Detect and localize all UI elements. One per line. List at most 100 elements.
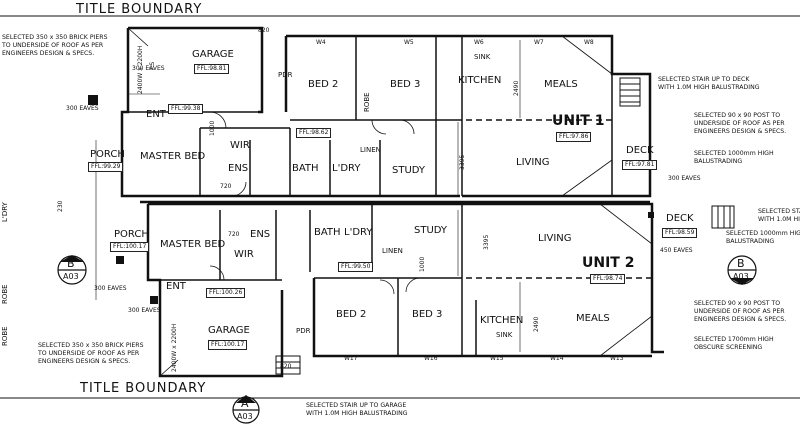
- u1-ent-ffl: FFL:99.38: [168, 104, 204, 114]
- u2-ldry-label: L'DRY: [344, 227, 373, 238]
- u2-garage-door-dim: 2400W x 2200H: [171, 323, 178, 372]
- note-stair-right: SELECTED STAI WITH 1.0M HI: [758, 208, 800, 223]
- dim-2490-u1: 2490: [513, 80, 520, 96]
- section-a-letter: A: [241, 397, 249, 410]
- u1-pdr-label: PDR: [278, 71, 293, 79]
- window-w4: W4: [316, 39, 326, 46]
- u2-study-label: STUDY: [414, 225, 448, 236]
- u1-study-label: STUDY: [392, 165, 426, 176]
- u1-hall-ffl: FFL:98.62: [296, 128, 332, 138]
- unit1-inner-walls: [128, 36, 613, 196]
- u2-porch-label: PORCH: [114, 229, 149, 240]
- u1-deck-label: DECK: [626, 145, 654, 156]
- u2-garage-label: GARAGE: [208, 325, 250, 336]
- dim-3395-u1: 3395: [459, 154, 466, 170]
- u1-ldry-label: L'DRY: [332, 163, 361, 174]
- u2-hall-ffl: FFL:99.50: [338, 262, 374, 272]
- u1-kitchen-label: KITCHEN: [458, 75, 502, 86]
- u1-living-label: LIVING: [516, 157, 550, 168]
- u2-ens-label: ENS: [250, 229, 271, 240]
- left-edge-ldry: L'DRY: [1, 202, 9, 222]
- note-post-bottom: SELECTED 90 x 90 POST TO UNDERSIDE OF RO…: [694, 300, 787, 323]
- u2-bed2-label: BED 2: [336, 309, 367, 320]
- u2-porch-ffl: FFL:100.17: [110, 242, 150, 252]
- window-w16: W16: [424, 355, 438, 362]
- window-w13: W13: [610, 355, 624, 362]
- u2-living-label: LIVING: [538, 233, 572, 244]
- u1-bed3-label: BED 3: [390, 79, 421, 90]
- window-w5: W5: [404, 39, 414, 46]
- u1-bath-label: BATH: [292, 163, 319, 174]
- note-stair-deck: SELECTED STAIR UP TO DECK WITH 1.0M HIGH…: [658, 76, 760, 91]
- dim-1000-u1: 1000: [209, 120, 216, 136]
- note-balustrading-top: SELECTED 1000mm HIGH BALUSTRADING: [694, 150, 774, 165]
- dim-230: 230: [57, 200, 64, 212]
- u1-wir-label: WIR: [230, 140, 250, 151]
- dim-3395-u2: 3395: [483, 234, 490, 250]
- u1-deck-ffl: FFL:97.81: [622, 160, 658, 170]
- u1-robe-label: ROBE: [363, 92, 371, 112]
- window-w7: W7: [534, 39, 544, 46]
- u2-ent-ffl: FFL:100.26: [206, 288, 246, 298]
- eaves-dim-bottom: 300 EAVES: [128, 307, 161, 314]
- window-w14: W14: [550, 355, 564, 362]
- note-post-top: SELECTED 90 x 90 POST TO UNDERSIDE OF RO…: [694, 112, 787, 135]
- u2-linen-label: LINEN: [382, 247, 403, 255]
- u1-meals-label: MEALS: [544, 79, 578, 90]
- u1-ens-label: ENS: [228, 163, 249, 174]
- u2-deck-ffl: FFL:98.59: [662, 228, 698, 238]
- eaves-dim-deck: 300 EAVES: [668, 175, 701, 182]
- dim-720-u2: 720: [228, 231, 240, 238]
- left-edge-robe-2: ROBE: [1, 326, 9, 346]
- roof-hip-lines: [127, 27, 653, 377]
- title-boundary-top: TITLE BOUNDARY: [76, 2, 203, 17]
- eaves-dim-top-left: 300 EAVES: [132, 65, 165, 72]
- u1-linen-label: LINEN: [360, 146, 381, 154]
- u2-master-bed-label: MASTER BED: [160, 239, 226, 250]
- unit2-label: UNIT 2: [582, 255, 635, 271]
- section-b-left-ref: A03: [63, 272, 79, 281]
- dim-720-u1: 720: [220, 183, 232, 190]
- unit1-walls: [120, 26, 652, 198]
- u1-bed2-label: BED 2: [308, 79, 339, 90]
- dim-1000-u2: 1000: [419, 256, 426, 272]
- u2-pdr-label: PDR: [296, 327, 311, 335]
- u2-bed3-label: BED 3: [412, 309, 443, 320]
- section-a-ref: A03: [237, 412, 253, 421]
- note-brick-piers-top: SELECTED 350 x 350 BRICK PIERS TO UNDERS…: [2, 34, 108, 57]
- u1-porch-label: PORCH: [90, 149, 125, 160]
- u2-kitchen-label: KITCHEN: [480, 315, 524, 326]
- dim-820-bot: 820: [280, 363, 292, 370]
- window-w8: W8: [584, 39, 594, 46]
- note-balustrading-right: SELECTED 1000mm HIGH BALUSTRADING: [726, 230, 800, 245]
- section-b-left-letter: B: [67, 257, 75, 270]
- eaves-dim-porch: 300 EAVES: [94, 285, 127, 292]
- u1-garage-label: GARAGE: [192, 49, 234, 60]
- note-obscure-screening: SELECTED 1700mm HIGH OBSCURE SCREENING: [694, 336, 774, 351]
- note-stair-garage: SELECTED STAIR UP TO GARAGE WITH 1.0M HI…: [306, 402, 408, 417]
- note-brick-piers-bottom: SELECTED 350 x 350 BRICK PIERS TO UNDERS…: [38, 342, 144, 365]
- door-swings: [209, 111, 421, 295]
- left-edge-robe: ROBE: [1, 284, 9, 304]
- u2-garage-ffl: FFL:100.17: [208, 340, 248, 350]
- u1-ent-label: ENT: [146, 109, 166, 120]
- title-boundary-bottom: TITLE BOUNDARY: [80, 381, 207, 396]
- piers: [60, 95, 754, 403]
- section-b-right-letter: B: [737, 257, 745, 270]
- eaves-dim-left: 300 EAVES: [66, 105, 99, 112]
- u1-master-bed-label: MASTER BED: [140, 151, 206, 162]
- u1-garage-ffl: FFL:98.81: [194, 64, 230, 74]
- window-w15: W15: [490, 355, 504, 362]
- u2-bath-label: BATH: [314, 227, 341, 238]
- window-w17: W17: [344, 355, 358, 362]
- unit1-label: UNIT 1: [552, 113, 605, 129]
- u2-ent-label: ENT: [166, 281, 186, 292]
- window-w6: W6: [474, 39, 484, 46]
- u2-wir-label: WIR: [234, 249, 254, 260]
- deck-stairs: [275, 77, 735, 375]
- u2-meals-ffl: FFL:98.74: [590, 274, 626, 284]
- section-b-right-ref: A03: [733, 272, 749, 281]
- eaves450-dim-top: 450 EAVES: [660, 247, 693, 254]
- u1-meals-ffl: FFL:97.86: [556, 132, 592, 142]
